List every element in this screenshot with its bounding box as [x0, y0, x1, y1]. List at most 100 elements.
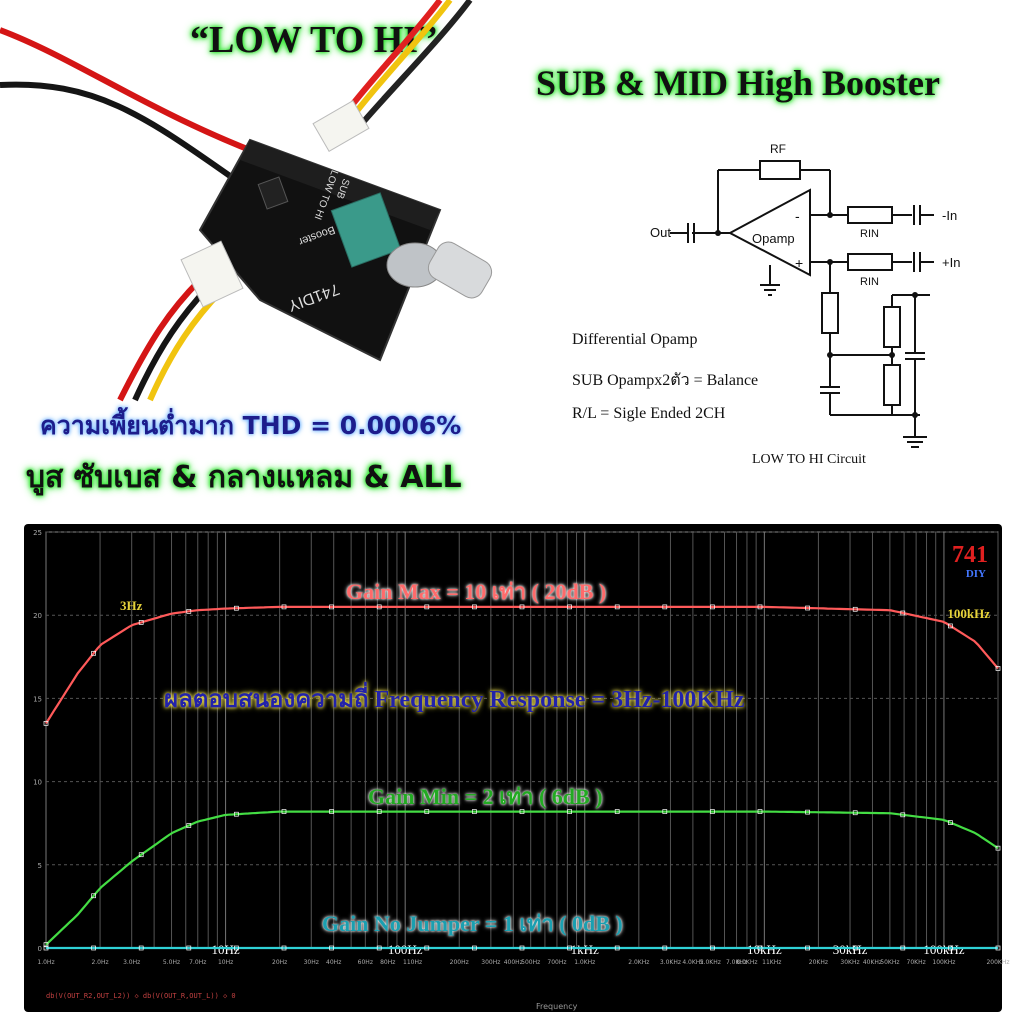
- series-marker-0: [519, 604, 525, 610]
- x-tick-label-minor: 3.0Hz: [123, 959, 140, 966]
- series-marker-1: [757, 809, 763, 814]
- series-marker-0: [424, 604, 430, 610]
- black-wire-bottom: [132, 282, 213, 402]
- series-marker-1: [852, 810, 858, 816]
- series-marker-1: [900, 812, 906, 818]
- x-tick-label-minor: 500Hz: [521, 959, 540, 966]
- x-tick-label-minor: 3.0KHz: [660, 959, 681, 966]
- circuit-note-1: Differential Opamp: [572, 331, 698, 348]
- series-marker-0: [852, 606, 858, 612]
- label-plus-in: +In: [942, 255, 960, 270]
- title-sub-mid-booster: SUB & MID High Booster: [536, 63, 940, 103]
- series-line-0: [45, 605, 999, 724]
- x-tick-label-minor: 7.0Hz: [189, 959, 206, 966]
- series-marker-0: [614, 604, 620, 610]
- x-tick-label-minor: 400Hz: [504, 959, 523, 966]
- series-marker-0: [91, 650, 96, 656]
- bias-resistor-3: [883, 364, 901, 406]
- series-marker-1: [995, 845, 1001, 851]
- x-tick-label-minor: 5.0Hz: [163, 959, 180, 966]
- series-marker-2: [757, 945, 763, 951]
- x-tick-label-minor: 2.0Hz: [91, 959, 108, 966]
- label-rf: RF: [770, 142, 786, 156]
- rin-resistor-1: [847, 206, 893, 224]
- series-marker-1: [91, 893, 96, 899]
- label-opamp: Opamp: [752, 231, 795, 246]
- x-tick-label-major: 10kHz: [747, 942, 782, 957]
- potentiometer-body: [330, 192, 402, 268]
- series-label-gain-max: Gain Max = 10 เท่า ( 20dB ): [346, 579, 607, 604]
- chart-brand: 741: [952, 542, 988, 568]
- series-marker-1: [376, 809, 382, 814]
- series-marker-2: [614, 945, 620, 951]
- y-tick-label: 20: [33, 612, 42, 620]
- series-marker-1: [662, 809, 668, 814]
- series-marker-1: [567, 809, 572, 814]
- chart-brand-sub: DIY: [965, 568, 986, 580]
- annotation-3hz: 3Hz: [120, 598, 143, 613]
- series-marker-2: [805, 945, 810, 951]
- jumper: [257, 176, 289, 210]
- series-marker-0: [710, 604, 715, 610]
- pot-knob: [427, 241, 493, 299]
- series-marker-2: [43, 945, 49, 951]
- series-marker-2: [710, 945, 715, 951]
- y-tick-label: 0: [38, 945, 42, 953]
- series-marker-1: [805, 809, 810, 815]
- series-marker-2: [329, 945, 334, 951]
- chart-xlabel: Frequency: [536, 1002, 578, 1011]
- series-marker-1: [138, 852, 144, 858]
- series-marker-0: [281, 604, 287, 610]
- series-marker-1: [186, 823, 192, 828]
- label-out: Out: [650, 225, 671, 240]
- x-tick-label-minor: 7.0KHz: [726, 959, 747, 966]
- circuit-caption: LOW TO HI Circuit: [752, 452, 866, 467]
- label-plus: +: [795, 255, 803, 271]
- series-marker-0: [329, 604, 334, 610]
- red-wire-top2: [339, 0, 443, 120]
- black-wire-top2: [355, 0, 473, 130]
- x-tick-label-minor: 2.0KHz: [628, 959, 649, 966]
- series-marker-0: [43, 721, 49, 726]
- x-tick-label-minor: 60Hz: [358, 959, 373, 966]
- circuit-note-3: R/L = Sigle Ended 2CH: [572, 405, 726, 422]
- red-wire-bottom: [117, 277, 203, 402]
- series-marker-1: [234, 811, 239, 817]
- product-photo: 741DIY Booster LOW TO HI SUB: [0, 0, 493, 402]
- series-marker-1: [614, 809, 620, 814]
- series-marker-0: [376, 604, 382, 610]
- y-tick-label: 10: [33, 779, 42, 787]
- series-marker-0: [138, 620, 144, 625]
- x-tick-label-minor: 8.0KHz: [736, 959, 757, 966]
- y-tick-label: 15: [33, 695, 42, 703]
- x-tick-label-minor: 40KHz: [863, 959, 882, 966]
- x-tick-label-minor: 70KHz: [907, 959, 926, 966]
- label-rin-1: RIN: [860, 228, 879, 240]
- x-tick-label-major: 100kHz: [923, 942, 964, 957]
- series-marker-2: [91, 945, 96, 951]
- black-wire-top: [0, 81, 252, 193]
- x-tick-label-minor: 300Hz: [481, 959, 500, 966]
- label-minus-in: -In: [942, 208, 957, 223]
- x-tick-label-minor: 200Hz: [450, 959, 469, 966]
- x-tick-label-minor: 1.0Hz: [37, 959, 54, 966]
- series-line-1: [45, 810, 999, 946]
- series-marker-2: [948, 945, 953, 951]
- label-rin-2: RIN: [860, 276, 879, 288]
- series-marker-2: [186, 945, 192, 951]
- series-marker-0: [805, 605, 810, 611]
- x-tick-label-minor: 1.0KHz: [574, 959, 595, 966]
- x-tick-label-minor: 80Hz: [380, 959, 395, 966]
- x-tick-label-minor: 40Hz: [326, 959, 341, 966]
- circuit-note-2: SUB Opampx2ตัว = Balance: [572, 372, 759, 389]
- chart-legend: db(V(OUT_R2,OUT_L2)) ◇ db(V(OUT_R,OUT_L)…: [46, 992, 236, 1000]
- series-marker-2: [234, 945, 239, 951]
- x-tick-label-minor: 700Hz: [547, 959, 566, 966]
- series-marker-0: [757, 604, 763, 610]
- x-tick-label-major: 30kHz: [833, 942, 868, 957]
- boost-tagline: บูส ซับเบส & กลางแหลม & ALL: [26, 460, 462, 495]
- label-minus: -: [795, 208, 800, 224]
- x-tick-label-minor: 30Hz: [304, 959, 319, 966]
- series-marker-2: [472, 945, 477, 951]
- bias-resistor-2: [883, 306, 901, 348]
